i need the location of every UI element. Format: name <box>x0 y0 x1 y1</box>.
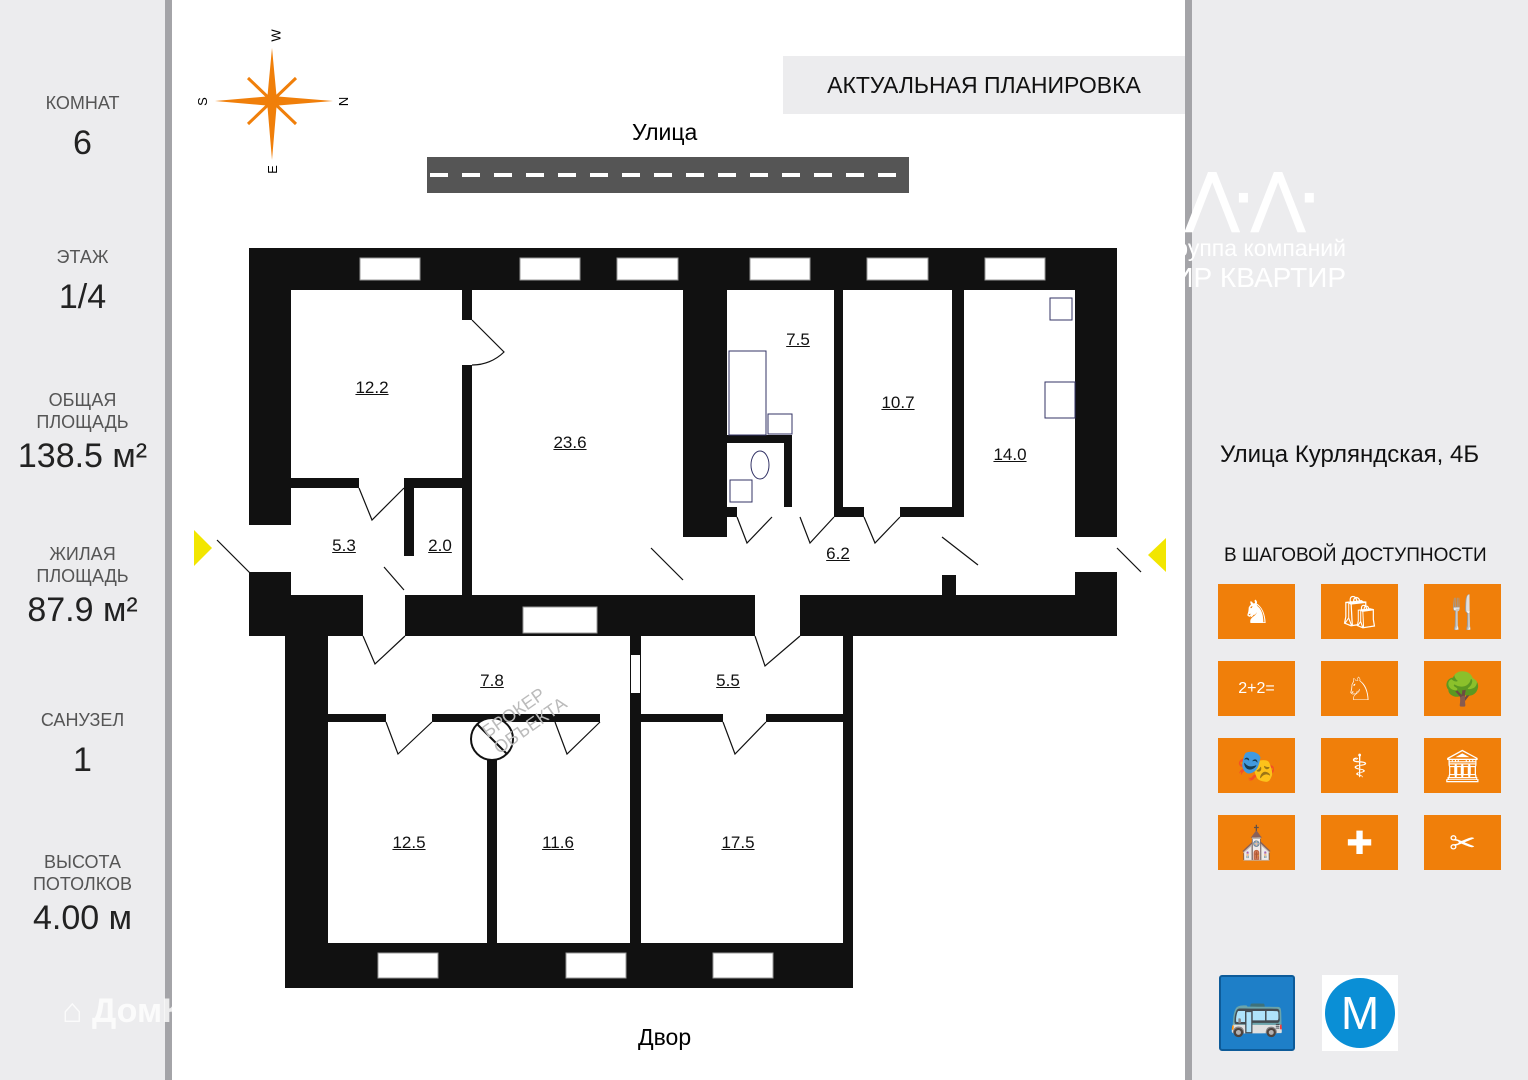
stat-value: 6 <box>73 124 92 162</box>
stat-value: 87.9 м² <box>27 591 138 629</box>
room-area: 12.2 <box>355 378 389 397</box>
stat-label: ВЫСОТА ПОТОЛКОВ <box>32 852 133 894</box>
museum-icon: 🏛 <box>1424 738 1501 793</box>
watermark-text: ДомКлик <box>92 992 243 1030</box>
stat-bathroom: САНУЗЕЛ 1 <box>0 709 165 780</box>
room-area: 5.3 <box>332 536 356 555</box>
stat-label: КОМНАТ <box>45 93 120 113</box>
location-panel <box>1192 0 1528 1080</box>
company-line1: Группа компаний <box>1180 235 1346 261</box>
room-area: 10.7 <box>881 393 915 412</box>
plan-banner: АКТУАЛЬНАЯ ПЛАНИРОВКА <box>783 56 1185 114</box>
room-area: 14.0 <box>993 445 1027 464</box>
dentist-icon: ⚕ <box>1321 738 1398 793</box>
kindergarten-icon: ♘ <box>1321 661 1398 716</box>
info-panel <box>0 0 165 1080</box>
stat-value: 4.00 м <box>33 899 132 937</box>
stat-value: 1 <box>73 741 92 779</box>
divider <box>165 0 172 1080</box>
company-line2: МИР КВАРТИР <box>1180 262 1346 293</box>
domclick-watermark: ⌂ ДомКлик <box>62 992 242 1031</box>
compass-n: N <box>336 96 352 107</box>
nearby-title: В ШАГОВОЙ ДОСТУПНОСТИ <box>1224 545 1487 566</box>
room-area: 17.5 <box>721 833 755 852</box>
theatre-icon: 🎭 <box>1218 738 1295 793</box>
metro-badge: M <box>1322 975 1398 1051</box>
street-label: Улица <box>632 119 698 145</box>
road <box>427 157 909 193</box>
shopping-bag-icon: 🛍 <box>1321 584 1398 639</box>
stat-value: 1/4 <box>58 278 107 316</box>
address: Улица Курляндская, 4Б <box>1220 441 1480 468</box>
compass-icon <box>215 48 333 160</box>
divider <box>1185 0 1192 1080</box>
room-area: 11.6 <box>542 833 574 852</box>
school-icon: 2+2= <box>1218 661 1295 716</box>
doors <box>216 319 1142 756</box>
yard-label: Двор <box>638 1024 692 1050</box>
stat-total-area: ОБЩАЯ ПЛОЩАДЬ 138.5 м² <box>0 389 165 476</box>
stat-floor: ЭТАЖ 1/4 <box>0 246 165 317</box>
bathtub <box>728 297 1076 503</box>
stat-label: САНУЗЕЛ <box>40 710 125 730</box>
metro-icon: M <box>1325 978 1395 1048</box>
bus-icon: 🚌 <box>1219 975 1295 1051</box>
room-area: 6.2 <box>826 544 850 563</box>
monument-icon: ♞ <box>1218 584 1295 639</box>
company-logo: ⋀·⋀· <box>1186 161 1322 233</box>
stat-label: ЖИЛАЯ ПЛОЩАДЬ <box>36 544 129 586</box>
compass-e: E <box>264 165 280 174</box>
room-area: 5.5 <box>716 671 740 690</box>
hospital-icon: ✚ <box>1321 815 1398 870</box>
stat-label: ОБЩАЯ ПЛОЩАДЬ <box>36 390 129 432</box>
stat-value: 138.5 м² <box>17 437 148 475</box>
compass-w: W <box>268 29 284 42</box>
column <box>470 717 514 761</box>
house-icon: ⌂ <box>62 992 83 1030</box>
church-icon: ⛪ <box>1218 815 1295 870</box>
stat-rooms: КОМНАТ 6 <box>0 92 165 163</box>
stat-living-area: ЖИЛАЯ ПЛОЩАДЬ 87.9 м² <box>0 543 165 630</box>
compass-s: S <box>194 97 210 106</box>
room-area: 7.5 <box>786 330 810 349</box>
stat-label: ЭТАЖ <box>56 247 109 267</box>
entrance-markers <box>194 530 1166 572</box>
salon-icon: ✂ <box>1424 815 1501 870</box>
park-icon: 🌳 <box>1424 661 1501 716</box>
room-area: 23.6 <box>553 433 587 452</box>
stat-ceiling: ВЫСОТА ПОТОЛКОВ 4.00 м <box>0 851 165 938</box>
restaurant-icon: 🍴 <box>1424 584 1501 639</box>
room-area: 12.5 <box>392 833 426 852</box>
room-area: 2.0 <box>428 536 452 555</box>
room-area: 7.8 <box>480 671 504 690</box>
